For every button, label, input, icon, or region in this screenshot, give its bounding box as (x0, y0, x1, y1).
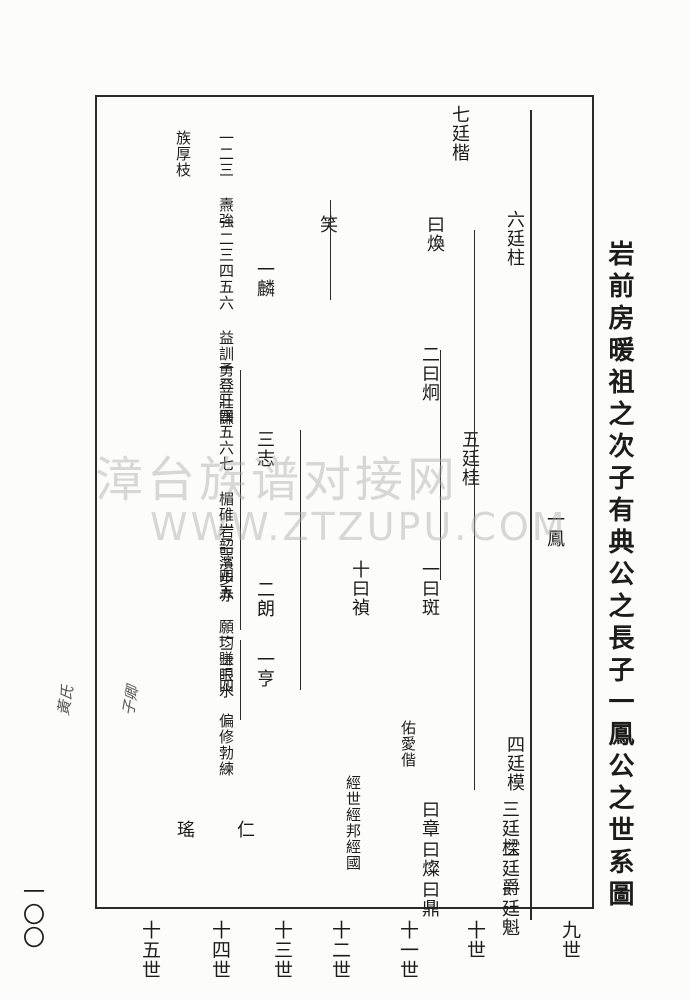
gen12-name: 經世經邦經國 (344, 775, 362, 871)
gen12-name: 仁 (234, 820, 255, 839)
gen12-name: 三志 (254, 430, 275, 468)
branch-line (240, 530, 241, 630)
founder-branch-line (530, 110, 532, 920)
gen12-name: 笑 (317, 215, 338, 234)
page-number: 一〇〇 (19, 880, 44, 949)
gen11-name: 曰章 (419, 800, 440, 838)
handwriting: 黃氏 (54, 684, 77, 717)
gen12-name: 佑愛偕 (399, 720, 417, 768)
gen10-name: 四廷模 (504, 735, 525, 792)
branch-line (440, 350, 441, 580)
gen12-name: 一亨 (254, 650, 275, 688)
gen14-name: 瑤 (174, 820, 195, 839)
founder-name: 一鳳 (544, 510, 565, 548)
gen11-name: 十曰禎 (349, 560, 370, 617)
branch-line (240, 370, 241, 530)
page-title: 岩前房暖祖之次子有典公之長子一鳳公之世系圖 (604, 240, 634, 912)
gen11-name: 曰燦 (419, 840, 440, 878)
gen10-name: 六廷柱 (504, 210, 525, 267)
branch-line (300, 430, 301, 690)
gen11-name: 曰鼎 (419, 880, 440, 918)
watermark-text: 漳台族谱对接网 (95, 452, 460, 508)
gen10-name: 五廷桂 (459, 430, 480, 487)
gen13-column: 一二三四五 願均賺眼水 (217, 520, 235, 699)
gen15-name: 族厚枝 (174, 130, 192, 178)
gen-15: 十五世 (139, 920, 161, 980)
gen11-name: 二曰炯 (419, 345, 440, 402)
gen10-name: 二廷爵 (499, 840, 520, 897)
gen11-name: 曰煥 (424, 215, 445, 253)
branch-line (330, 200, 331, 300)
gen-9: 九世 (559, 920, 581, 960)
gen12-name: 一麟 (254, 260, 275, 298)
gen13-column: 一二三四五六七 楣碓岩韶濱步赤 (217, 360, 235, 603)
gen13-column: 一二三四五六 益訓勇登壯謙 (217, 215, 235, 426)
gen-10: 十世 (464, 920, 486, 960)
chart-frame (95, 95, 594, 909)
gen11-name: 一曰斑 (419, 560, 440, 617)
gen-11: 十一世 (397, 920, 419, 980)
gen12-name: 二朗 (254, 580, 275, 618)
gen10-name: 三廷樑 (499, 800, 520, 857)
branch-line (474, 230, 475, 790)
gen10-name: 一廷魁 (499, 880, 520, 937)
gen10-name: 七廷楷 (449, 105, 470, 162)
branch-line (240, 640, 241, 720)
gen-12: 十二世 (329, 920, 351, 980)
watermark-url: WWW.ZTZUPU.COM (150, 505, 568, 549)
gen13-column: 一二三四 偏修勃練 (217, 630, 235, 777)
gen-14: 十四世 (209, 920, 231, 980)
gen-13: 十三世 (271, 920, 293, 980)
gen13-column: 一二三 燾強 (217, 130, 235, 229)
